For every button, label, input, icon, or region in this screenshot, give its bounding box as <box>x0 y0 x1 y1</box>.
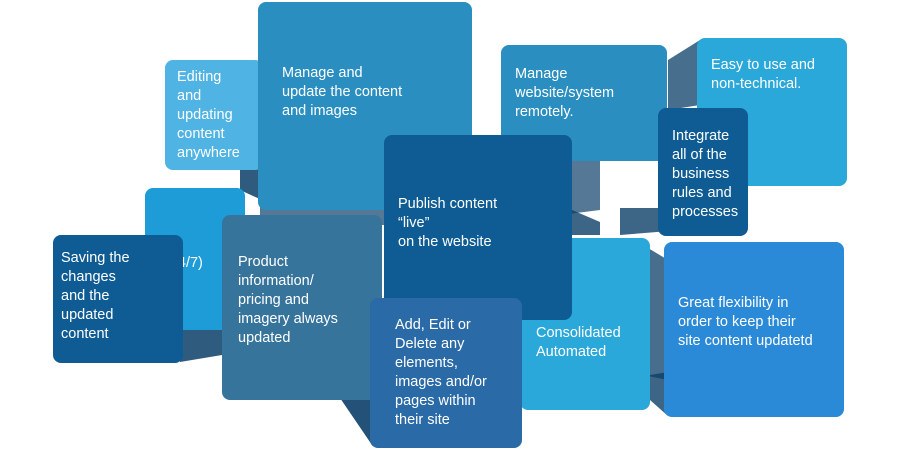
box-manage-remotely-text: Manage website/system remotely. <box>515 66 615 120</box>
box-saving-changes: Saving the changes and the updated conte… <box>53 235 183 363</box>
box-easy-to-use-text: Easy to use and non-technical. <box>711 57 815 92</box>
box-editing-anywhere-text: Editing and updating content anywhere <box>177 69 240 161</box>
shadow-consolidated <box>648 248 668 380</box>
box-product-info-text: Product information/ pricing and imagery… <box>238 254 338 346</box>
box-product-info: Product information/ pricing and imagery… <box>222 215 382 400</box>
box-consolidated-text: Consolidated Automated <box>536 325 621 360</box>
box-integrate-rules: Integrate all of the business rules and … <box>658 108 748 236</box>
box-add-edit-delete: Add, Edit or Delete any elements, images… <box>370 298 522 448</box>
box-publish-live-text: Publish content “live” on the website <box>398 196 498 250</box>
box-publish-live: Publish content “live” on the website <box>384 135 572 320</box>
box-editing-anywhere: Editing and updating content anywhere <box>165 60 263 170</box>
box-flexibility-text: Great flexibility in order to keep their… <box>678 295 813 349</box>
box-saving-changes-text: Saving the changes and the updated conte… <box>61 250 130 342</box>
box-manage-content-text: Manage and update the content and images <box>282 65 403 119</box>
shadow-product <box>340 398 372 445</box>
shadow-flex <box>650 372 668 416</box>
box-integrate-rules-text: Integrate all of the business rules and … <box>672 128 739 220</box>
box-add-edit-delete-text: Add, Edit or Delete any elements, images… <box>395 317 487 428</box>
box-flexibility: Great flexibility in order to keep their… <box>664 242 844 417</box>
shadow-easy <box>668 40 700 110</box>
shadow-editing <box>240 168 262 200</box>
shadow-publish <box>572 210 600 235</box>
